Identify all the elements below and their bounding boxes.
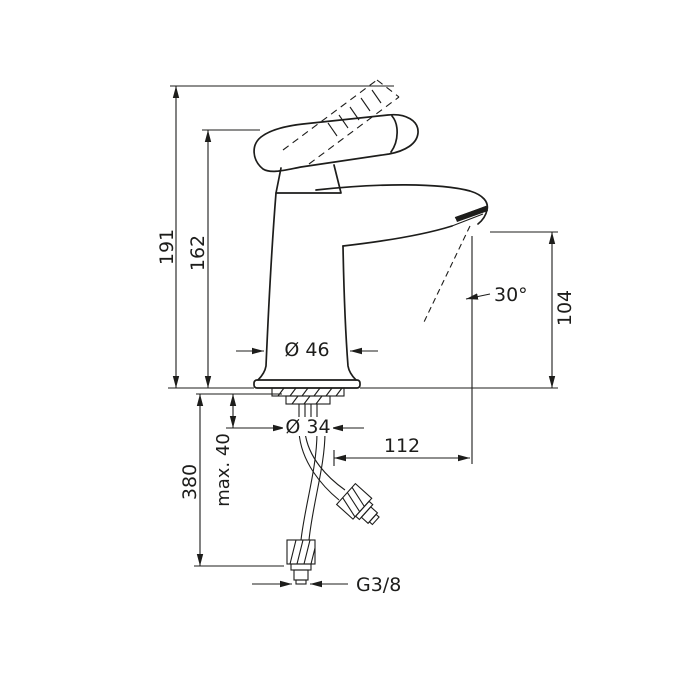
lever-knob-line	[390, 115, 398, 153]
base-plate	[253, 379, 361, 389]
body-right-edge	[342, 245, 357, 381]
dim-outlet-height-label: 104	[554, 290, 576, 326]
dim-reach-label: 112	[384, 435, 420, 457]
flow-angle-dashed-line	[423, 225, 471, 323]
supply-hoses	[298, 431, 346, 541]
lever-handle	[253, 113, 419, 173]
extension-lines	[168, 85, 558, 567]
dim-hose-length-label: 380	[179, 464, 201, 500]
dim-connection-thread-label: G3/8	[356, 574, 401, 596]
aerator	[451, 205, 488, 227]
spout-top	[315, 184, 489, 225]
dim-hole-diameter-label: Ø 34	[285, 416, 330, 438]
faucet-body-group	[253, 79, 489, 585]
hose-connector-angled	[335, 482, 380, 526]
dim-spout-height-label: 162	[187, 235, 209, 271]
dimension-annotations: 191 162 104 30° Ø 46 Ø 34 112 380 max. 4…	[156, 85, 576, 596]
dim-spout-angle-label: 30°	[494, 284, 528, 306]
body-left-edge	[257, 192, 277, 381]
dia46-label-bg	[281, 340, 333, 360]
dim-max-deck-label: max. 40	[213, 433, 234, 507]
angle-arrow	[465, 293, 491, 300]
dia34-label-bg	[283, 417, 333, 436]
dim-total-height-label: 191	[156, 229, 178, 265]
hose-connector-bottom	[286, 539, 316, 585]
dim-base-diameter-label: Ø 46	[284, 339, 329, 361]
raised-lever-dashed	[282, 79, 400, 165]
spout-underside	[342, 225, 453, 247]
